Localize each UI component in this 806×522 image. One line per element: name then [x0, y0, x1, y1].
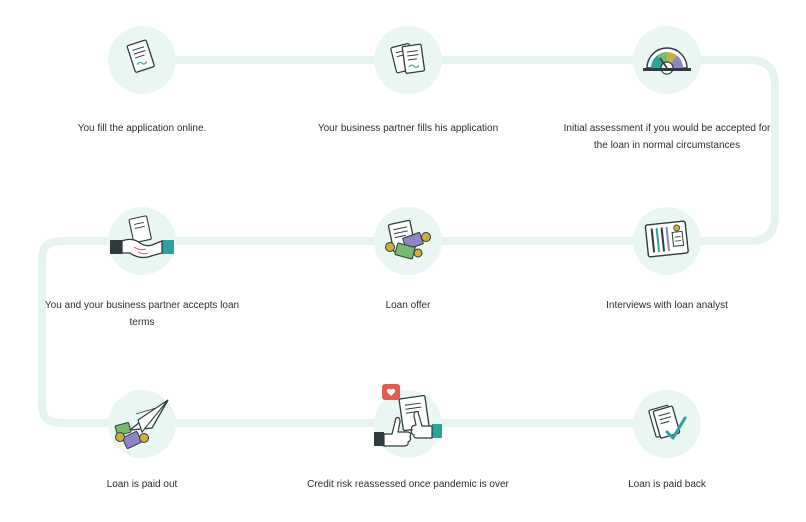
- step-7-label: Loan is paid out: [106, 479, 178, 490]
- step-2-label: Your business partner fills his applicat…: [317, 123, 499, 134]
- panel-icon: [644, 220, 689, 258]
- thumbs-up-icon: [374, 384, 442, 447]
- gauge-icon: [643, 47, 691, 75]
- step-5-label: Loan offer: [385, 300, 431, 311]
- step-1-label: You fill the application online.: [77, 123, 207, 134]
- step-2-icon-circle: [374, 26, 442, 94]
- step-4-label: Interviews with loan analyst: [606, 300, 728, 311]
- document-icon: [126, 39, 155, 73]
- paper-plane-money-icon: [114, 399, 169, 449]
- handshake-icon: [110, 215, 174, 259]
- step-1-icon-circle: [108, 26, 176, 94]
- loan-offer-icon: [385, 219, 431, 260]
- step-9-label: Loan is paid back: [628, 479, 706, 490]
- step-3-icon-circle: [633, 26, 701, 94]
- step-7-icon-circle: [108, 390, 176, 458]
- step-6-label: You and your business partner accepts lo…: [44, 300, 240, 328]
- documents-icon: [390, 42, 426, 74]
- step-8-label: Credit risk reassessed once pandemic is …: [307, 479, 509, 490]
- step-4-icon-circle: [633, 207, 701, 275]
- step-9-icon-circle: [633, 390, 701, 458]
- step-6-icon-circle: [108, 207, 176, 275]
- document-check-icon: [648, 404, 687, 440]
- step-8-icon-circle: [374, 384, 442, 458]
- step-3-label: Initial assessment if you would be accep…: [563, 123, 771, 151]
- step-5-icon-circle: [374, 207, 442, 275]
